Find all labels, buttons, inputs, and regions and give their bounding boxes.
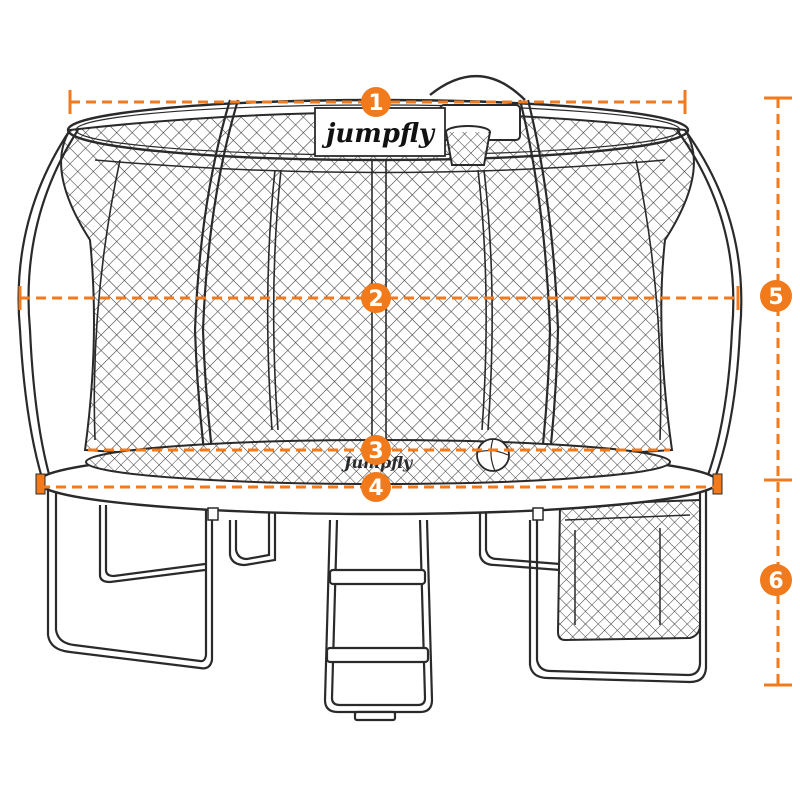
front-left-leg (46, 490, 214, 670)
svg-text:5: 5 (768, 285, 783, 310)
back-left-leg (98, 505, 206, 584)
storage-bag (556, 498, 701, 642)
svg-text:4: 4 (368, 476, 383, 501)
marker-6: 6 (760, 564, 792, 596)
svg-text:6: 6 (768, 569, 783, 594)
ladder (323, 519, 434, 722)
front-right-leg (528, 490, 708, 684)
brand-sign: jumpfly (314, 107, 446, 157)
marker-3: 3 (361, 435, 391, 465)
back-right-leg (478, 510, 561, 572)
svg-text:3: 3 (368, 439, 383, 464)
marker-5: 5 (760, 280, 792, 312)
svg-text:1: 1 (368, 91, 383, 116)
markers: 1 2 3 4 5 6 (361, 87, 792, 596)
pole-left-outer (17, 129, 71, 479)
marker-4: 4 (361, 472, 391, 502)
basketball-hoop (429, 75, 526, 166)
marker-2: 2 (361, 283, 391, 313)
marker-1: 1 (361, 87, 391, 117)
legs (46, 490, 708, 684)
svg-text:2: 2 (368, 287, 383, 312)
pole-right-outer (684, 129, 743, 479)
brand-logo: jumpfly (321, 119, 436, 149)
